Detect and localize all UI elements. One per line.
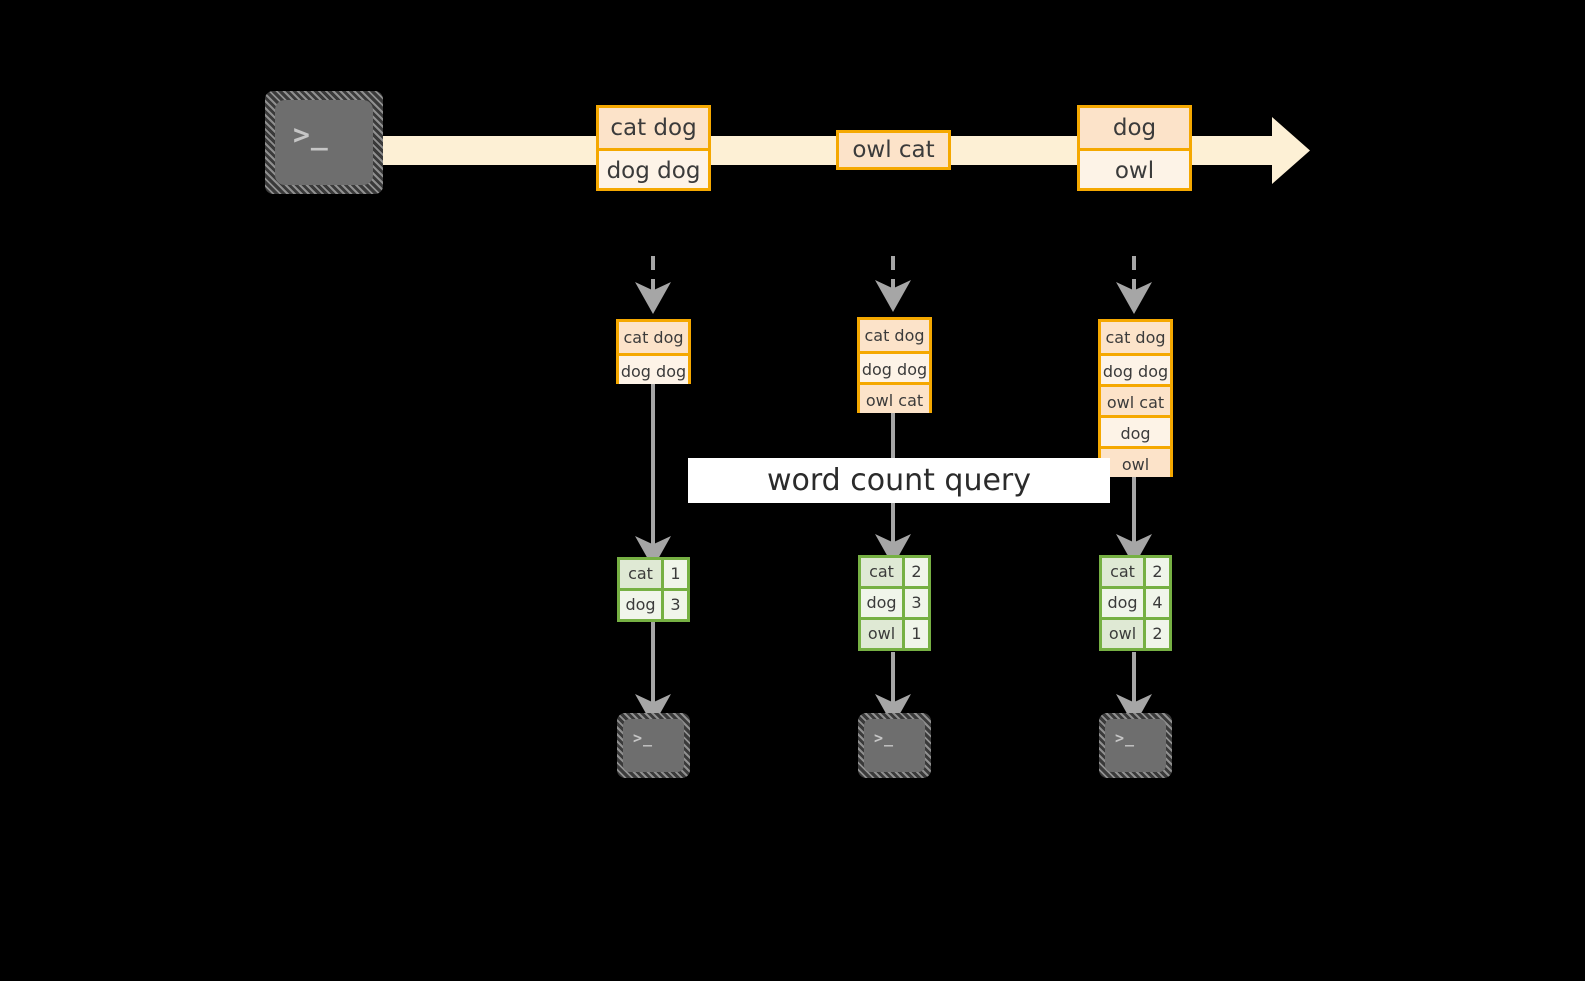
stream-event-1[interactable]: cat dog dog dog	[596, 105, 711, 191]
snapshot-box-1[interactable]: cat dog dog dog	[616, 319, 691, 384]
query-label: word count query	[688, 458, 1110, 503]
console-screen	[275, 100, 373, 185]
result-word: cat	[1102, 558, 1146, 586]
snapshot-box-2[interactable]: cat dog dog dog owl cat	[857, 317, 932, 413]
stream-event-line: dog	[1080, 108, 1189, 148]
output-console-3[interactable]: >_	[1099, 713, 1172, 778]
stream-event-2[interactable]: owl cat	[836, 130, 951, 170]
stream-to-snapshot-connectors	[635, 256, 1152, 314]
result-table-3[interactable]: cat 2 dog 4 owl 2	[1099, 555, 1172, 651]
result-table-2[interactable]: cat 2 dog 3 owl 1	[858, 555, 931, 651]
console-screen	[864, 719, 925, 772]
result-word: owl	[861, 620, 905, 648]
snapshot-line: dog dog	[619, 353, 688, 384]
stream-event-3[interactable]: dog owl	[1077, 105, 1192, 191]
stream-event-line: cat dog	[599, 108, 708, 148]
snapshot-box-3[interactable]: cat dog dog dog owl cat dog owl	[1098, 319, 1173, 477]
table-row: dog 4	[1102, 586, 1169, 617]
terminal-prompt-icon: >_	[293, 118, 329, 151]
result-word: dog	[1102, 589, 1146, 617]
result-count: 3	[905, 589, 928, 617]
result-count: 2	[1146, 620, 1169, 648]
result-word: owl	[1102, 620, 1146, 648]
snapshot-line: cat dog	[619, 322, 688, 353]
stream-event-line: owl	[1080, 148, 1189, 188]
snapshot-line: owl	[1101, 446, 1170, 477]
table-row: cat 2	[861, 558, 928, 586]
result-word: cat	[861, 558, 905, 586]
result-count: 2	[905, 558, 928, 586]
terminal-prompt-icon: >_	[874, 729, 895, 747]
table-row: cat 1	[620, 560, 687, 588]
result-count: 3	[664, 591, 687, 619]
result-to-console-connectors	[635, 622, 1152, 726]
result-word: cat	[620, 560, 664, 588]
snapshot-line: owl cat	[1101, 384, 1170, 415]
snapshot-line: dog dog	[860, 351, 929, 382]
output-console-1[interactable]: >_	[617, 713, 690, 778]
table-row: owl 1	[861, 617, 928, 648]
result-table-1[interactable]: cat 1 dog 3	[617, 557, 690, 622]
terminal-prompt-icon: >_	[1115, 729, 1136, 747]
snapshot-line: dog dog	[1101, 353, 1170, 384]
result-word: dog	[620, 591, 664, 619]
terminal-prompt-icon: >_	[633, 729, 654, 747]
result-count: 1	[664, 560, 687, 588]
table-row: cat 2	[1102, 558, 1169, 586]
source-console[interactable]: >_	[265, 91, 383, 194]
result-count: 1	[905, 620, 928, 648]
result-word: dog	[861, 589, 905, 617]
table-row: dog 3	[620, 588, 687, 619]
snapshot-line: cat dog	[1101, 322, 1170, 353]
result-count: 2	[1146, 558, 1169, 586]
query-label-text: word count query	[766, 462, 1032, 498]
snapshot-line: cat dog	[860, 320, 929, 351]
stream-event-line: dog dog	[599, 148, 708, 188]
table-row: dog 3	[861, 586, 928, 617]
console-screen	[623, 719, 684, 772]
snapshot-line: dog	[1101, 415, 1170, 446]
result-count: 4	[1146, 589, 1169, 617]
table-row: owl 2	[1102, 617, 1169, 648]
console-screen	[1105, 719, 1166, 772]
stream-event-line: owl cat	[839, 133, 948, 167]
output-console-2[interactable]: >_	[858, 713, 931, 778]
snapshot-line: owl cat	[860, 382, 929, 413]
